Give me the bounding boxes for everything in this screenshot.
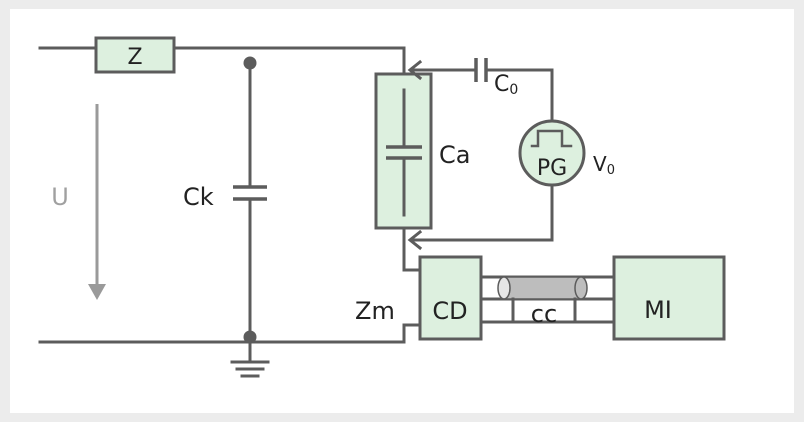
return-arrow-icon — [407, 229, 423, 251]
voltage-u-label: U — [51, 183, 69, 211]
ca-label: Ca — [439, 141, 470, 169]
v0-label: V0 — [593, 152, 615, 178]
c0-label: C0 — [494, 72, 518, 98]
impedance-z-box — [94, 36, 176, 74]
diagram-frame: Z U Ck Ca C0 PG V0 — [10, 9, 794, 413]
cable-cylinder-icon — [497, 276, 588, 300]
mi-label: MI — [644, 296, 672, 324]
pulse-icon — [530, 129, 573, 148]
ck-label: Ck — [183, 183, 214, 211]
impedance-z-label: Z — [127, 45, 142, 70]
mi-box — [612, 255, 726, 341]
pg-label: PG — [537, 156, 567, 181]
zm-label: Zm — [355, 297, 395, 325]
c0-arrow-icon — [407, 59, 423, 81]
voltage-arrowhead — [88, 284, 106, 300]
cc-label: cc — [531, 300, 557, 328]
ground-icon — [230, 360, 270, 378]
cd-label: CD — [432, 297, 467, 325]
